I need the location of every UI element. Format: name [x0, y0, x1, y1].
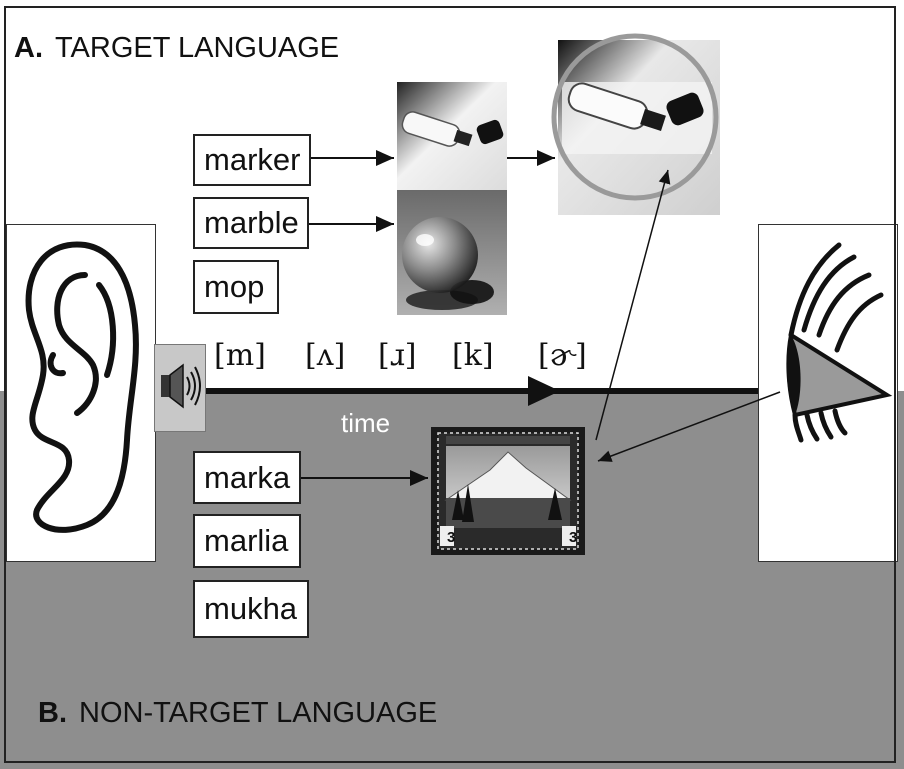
- eye-icon: [786, 242, 893, 443]
- nontarget-language-title: B. NON-TARGET LANGUAGE: [38, 697, 437, 730]
- time-label: time: [341, 408, 391, 438]
- nontarget-word-mukha: mukha: [193, 580, 309, 638]
- phoneme-4: [k]: [452, 338, 494, 373]
- nontarget-section-label: NON-TARGET LANGUAGE: [79, 697, 438, 729]
- nontarget-word-marka: marka: [193, 451, 301, 504]
- phoneme-2: [ʌ]: [305, 338, 346, 373]
- target-section-label: TARGET LANGUAGE: [55, 32, 340, 64]
- nontarget-section-key: B.: [38, 697, 67, 729]
- ear-panel: [6, 224, 156, 562]
- target-word-marble: marble: [193, 197, 309, 249]
- phoneme-1: [m]: [214, 338, 266, 373]
- phoneme-5: [ɚ]: [538, 338, 587, 373]
- eye-panel: [758, 224, 898, 562]
- target-word-marker: marker: [193, 134, 311, 186]
- ear-icon: [25, 241, 139, 533]
- speaker-icon: [161, 363, 201, 409]
- nontarget-word-marlia: marlia: [193, 514, 301, 568]
- phoneme-3: [ɹ]: [378, 338, 417, 373]
- target-language-title: A. TARGET LANGUAGE: [14, 32, 339, 65]
- speaker-button[interactable]: [154, 344, 206, 432]
- target-section-key: A.: [14, 32, 43, 64]
- target-word-mop: mop: [193, 260, 279, 314]
